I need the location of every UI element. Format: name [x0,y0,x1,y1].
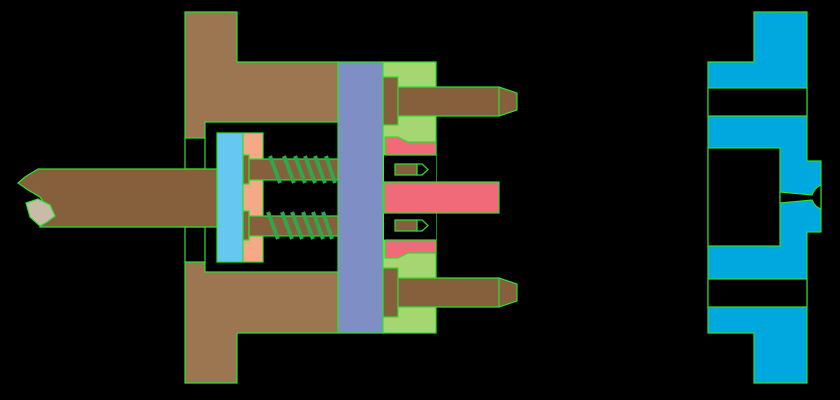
part-lower [384,239,437,259]
guide-pin-head-lower [382,267,399,318]
guide-bore-upper [707,87,808,117]
frame-gap-bottom [184,226,206,263]
pin-tip-upper [394,163,418,176]
retainer-plate [242,132,264,263]
sprue-gate [779,184,822,210]
frame-bottom [184,261,339,384]
spring-lower [266,211,334,240]
pin-head-upper [242,154,250,185]
frame-gap-top [184,137,206,170]
pin-head-lower [242,210,250,241]
guide-bore-lower [707,278,808,308]
ejector-plate [216,132,244,263]
guide-pin-head-upper [382,76,399,126]
pin-tip-lower [394,219,418,232]
rod-tip [25,198,56,227]
cavity [707,147,781,247]
support-plate [337,61,384,334]
part-center [383,181,500,214]
part-upper [384,136,437,156]
pin-point-lower [416,219,429,232]
pin-point-upper [416,163,429,176]
frame-top [184,11,339,139]
spring-upper [268,155,337,184]
